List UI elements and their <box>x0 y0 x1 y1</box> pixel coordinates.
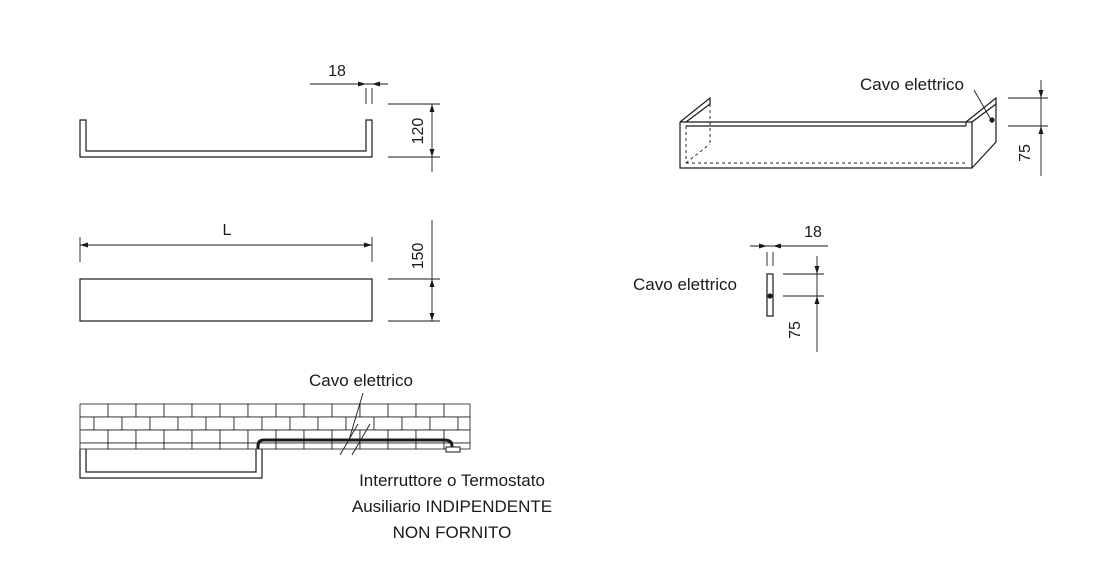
section-depth-label: 75 <box>787 321 804 339</box>
side-view-u-profile: 18 120 <box>79 63 440 172</box>
depth-dimension-label: 150 <box>410 243 427 270</box>
front-view-panel: L 150 <box>79 220 440 322</box>
thickness-dimension-label: 18 <box>328 63 346 80</box>
cross-section-view: 18 75 Cavo elettrico <box>633 224 828 352</box>
cable-label-section: Cavo elettrico <box>633 275 737 294</box>
height-dimension-label: 120 <box>410 118 427 145</box>
switch-label-line3: NON FORNITO <box>393 523 512 542</box>
brick-wall <box>79 403 471 450</box>
switch-label-line2: Ausiliario INDIPENDENTE <box>352 497 552 516</box>
cable-label-perspective: Cavo elettrico <box>860 75 964 94</box>
wall-installation-view: Cavo elettrico Interruttore o Termostato… <box>79 371 552 542</box>
perspective-view: Cavo elettrico 75 <box>679 75 1048 176</box>
perspective-depth-label: 75 <box>1017 144 1034 162</box>
length-dimension-label: L <box>223 222 232 239</box>
switch-label-line1: Interruttore o Termostato <box>359 471 545 490</box>
cable-label-wall: Cavo elettrico <box>309 371 413 390</box>
section-thickness-label: 18 <box>804 224 822 241</box>
